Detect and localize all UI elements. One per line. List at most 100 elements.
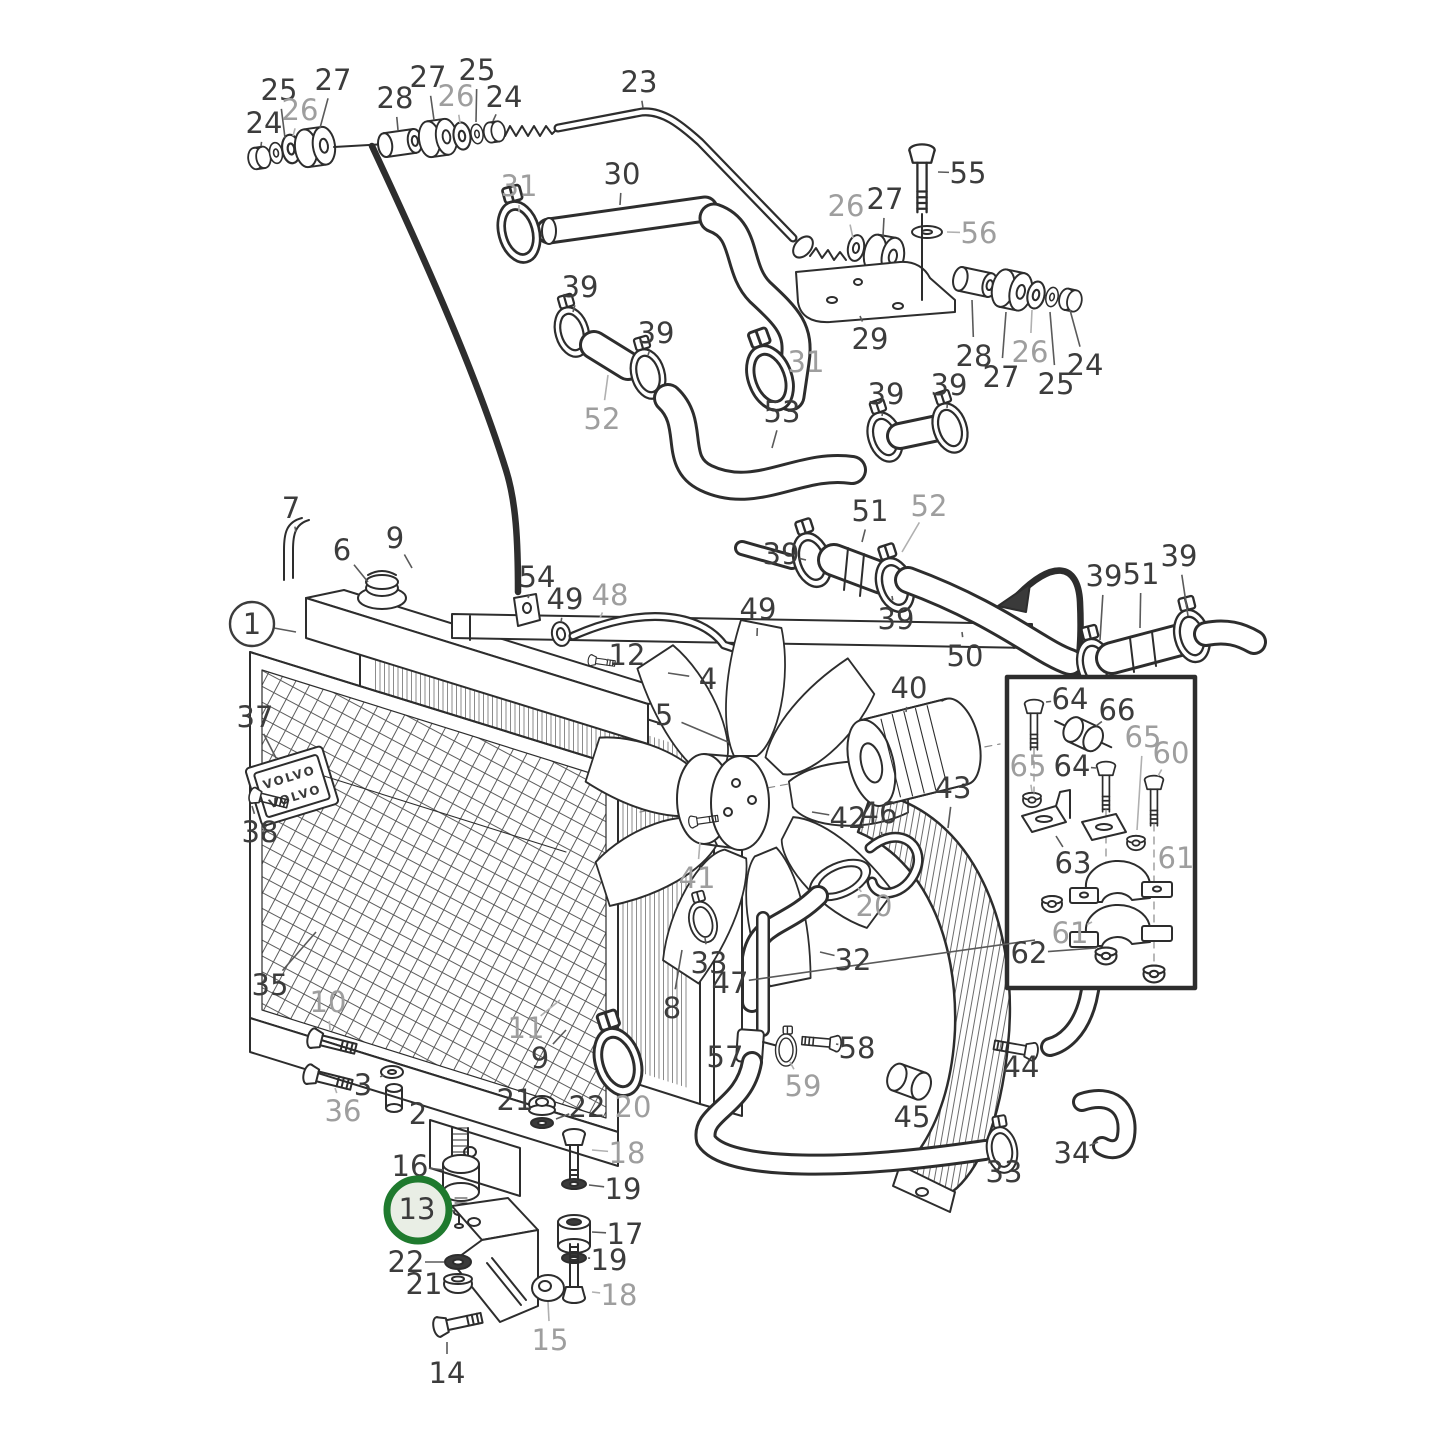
part-label-28[interactable]: 28 <box>956 339 993 373</box>
part-label-30[interactable]: 30 <box>604 157 641 191</box>
part-label-38[interactable]: 38 <box>242 815 279 849</box>
part-label-51[interactable]: 51 <box>852 494 889 528</box>
part-label-53[interactable]: 53 <box>764 395 801 429</box>
part-label-65[interactable]: 65 <box>1010 749 1047 783</box>
part-label-64[interactable]: 64 <box>1054 749 1091 783</box>
part-label-21[interactable]: 21 <box>497 1083 534 1117</box>
part-label-57[interactable]: 57 <box>707 1040 744 1074</box>
part-label-18[interactable]: 18 <box>601 1278 638 1312</box>
part-label-13[interactable]: 13 <box>399 1192 436 1226</box>
part-label-10[interactable]: 10 <box>310 985 347 1019</box>
part-label-26[interactable]: 26 <box>828 189 865 223</box>
part-label-39[interactable]: 39 <box>878 602 915 636</box>
part-label-6[interactable]: 6 <box>333 533 351 567</box>
part-label-41[interactable]: 41 <box>679 861 716 895</box>
part-label-32[interactable]: 32 <box>835 943 872 977</box>
part-label-31[interactable]: 31 <box>788 345 825 379</box>
part-label-9[interactable]: 9 <box>386 521 404 555</box>
part-label-1[interactable]: 1 <box>243 607 261 641</box>
part-label-61[interactable]: 61 <box>1052 916 1089 950</box>
part-label-35[interactable]: 35 <box>252 968 289 1002</box>
highlight-ring[interactable] <box>383 1175 453 1245</box>
part-label-25[interactable]: 25 <box>459 53 496 87</box>
part-label-44[interactable]: 44 <box>1003 1050 1040 1084</box>
part-label-33[interactable]: 33 <box>691 946 728 980</box>
part-label-34[interactable]: 34 <box>1054 1136 1091 1170</box>
part-label-19[interactable]: 19 <box>591 1243 628 1277</box>
part-label-63[interactable]: 63 <box>1055 846 1092 880</box>
part-label-33[interactable]: 33 <box>986 1155 1023 1189</box>
part-label-9[interactable]: 9 <box>531 1041 549 1075</box>
part-label-37[interactable]: 37 <box>237 700 274 734</box>
part-label-39[interactable]: 39 <box>931 368 968 402</box>
part-label-21[interactable]: 21 <box>406 1267 443 1301</box>
part-label-8[interactable]: 8 <box>663 991 681 1025</box>
part-label-24[interactable]: 24 <box>1067 348 1104 382</box>
part-label-51[interactable]: 51 <box>1123 557 1160 591</box>
part-label-58[interactable]: 58 <box>839 1031 876 1065</box>
part-label-26[interactable]: 26 <box>438 79 475 113</box>
part-label-19[interactable]: 19 <box>605 1172 642 1206</box>
part-label-11[interactable]: 11 <box>508 1011 545 1045</box>
part-label-65[interactable]: 65 <box>1125 720 1162 754</box>
part-label-20[interactable]: 20 <box>856 889 893 923</box>
part-label-61[interactable]: 61 <box>1158 841 1195 875</box>
part-label-26[interactable]: 26 <box>282 93 319 127</box>
part-label-27[interactable]: 27 <box>410 60 447 94</box>
part-label-27[interactable]: 27 <box>867 182 904 216</box>
hose-32 <box>741 885 829 1013</box>
part-label-3[interactable]: 3 <box>354 1068 372 1102</box>
part-label-40[interactable]: 40 <box>891 671 928 705</box>
part-label-22[interactable]: 22 <box>569 1090 606 1124</box>
part-label-49[interactable]: 49 <box>547 582 584 616</box>
part-label-29[interactable]: 29 <box>852 322 889 356</box>
part-label-39[interactable]: 39 <box>763 537 800 571</box>
part-label-46[interactable]: 46 <box>861 796 898 830</box>
part-label-59[interactable]: 59 <box>785 1069 822 1103</box>
part-label-24[interactable]: 24 <box>486 80 523 114</box>
part-label-48[interactable]: 48 <box>592 578 629 612</box>
part-label-45[interactable]: 45 <box>894 1100 931 1134</box>
part-label-39[interactable]: 39 <box>638 316 675 350</box>
part-label-22[interactable]: 22 <box>388 1245 425 1279</box>
part-label-14[interactable]: 14 <box>429 1356 466 1390</box>
part-label-43[interactable]: 43 <box>935 771 972 805</box>
part-label-52[interactable]: 52 <box>911 489 948 523</box>
part-label-28[interactable]: 28 <box>377 81 414 115</box>
part-label-25[interactable]: 25 <box>261 73 298 107</box>
part-label-39[interactable]: 39 <box>562 270 599 304</box>
part-label-39[interactable]: 39 <box>1161 539 1198 573</box>
part-label-49[interactable]: 49 <box>740 592 777 626</box>
part-label-39[interactable]: 39 <box>868 377 905 411</box>
part-label-39[interactable]: 39 <box>1086 559 1123 593</box>
part-label-7[interactable]: 7 <box>282 491 300 525</box>
part-label-62[interactable]: 62 <box>1011 936 1048 970</box>
part-label-4[interactable]: 4 <box>699 662 717 696</box>
part-label-27[interactable]: 27 <box>315 63 352 97</box>
part-label-56[interactable]: 56 <box>961 216 998 250</box>
part-label-25[interactable]: 25 <box>1038 367 1075 401</box>
part-label-42[interactable]: 42 <box>830 801 867 835</box>
part-label-27[interactable]: 27 <box>983 360 1020 394</box>
part-label-64[interactable]: 64 <box>1052 682 1089 716</box>
part-label-52[interactable]: 52 <box>584 402 621 436</box>
part-label-15[interactable]: 15 <box>532 1323 569 1357</box>
part-label-24[interactable]: 24 <box>246 106 283 140</box>
part-label-26[interactable]: 26 <box>1012 335 1049 369</box>
part-label-54[interactable]: 54 <box>519 560 556 594</box>
part-label-55[interactable]: 55 <box>950 156 987 190</box>
part-label-5[interactable]: 5 <box>655 698 673 732</box>
part-label-66[interactable]: 66 <box>1099 693 1136 727</box>
part-label-18[interactable]: 18 <box>609 1136 646 1170</box>
part-label-12[interactable]: 12 <box>609 638 646 672</box>
part-label-50[interactable]: 50 <box>947 639 984 673</box>
part-label-2[interactable]: 2 <box>409 1097 427 1131</box>
part-label-60[interactable]: 60 <box>1153 736 1190 770</box>
part-label-17[interactable]: 17 <box>607 1217 644 1251</box>
part-label-23[interactable]: 23 <box>621 65 658 99</box>
part-label-31[interactable]: 31 <box>501 169 538 203</box>
part-label-20[interactable]: 20 <box>615 1090 652 1124</box>
part-label-47[interactable]: 47 <box>712 966 749 1000</box>
part-label-36[interactable]: 36 <box>325 1094 362 1128</box>
leaders-layer <box>251 88 1189 1354</box>
